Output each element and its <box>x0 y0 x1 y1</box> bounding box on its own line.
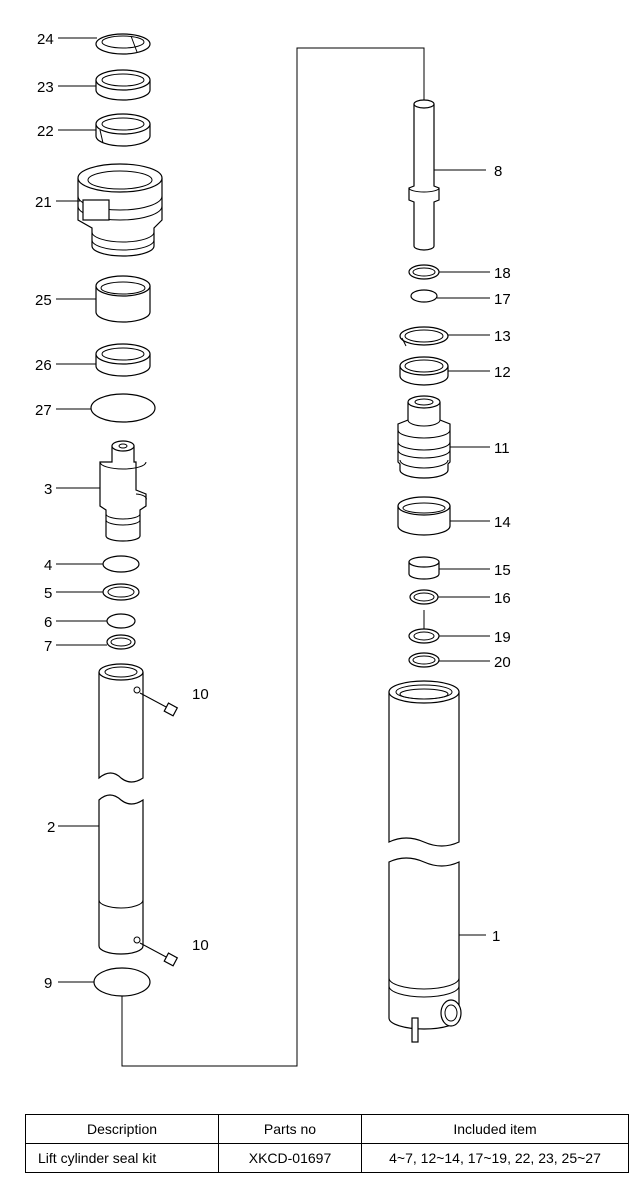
part-13-split-ring <box>399 326 449 347</box>
part-4-o-ring <box>102 555 140 573</box>
part-26-ring <box>95 343 151 377</box>
callout-3: 3 <box>44 481 52 498</box>
part-18-ring <box>408 264 440 280</box>
part-10-grease-nipple-upper <box>139 692 179 717</box>
part-3-piston <box>99 440 147 542</box>
column-header-parts-no: Parts no <box>218 1114 362 1144</box>
part-19-ring <box>408 610 440 644</box>
callout-18: 18 <box>494 265 511 282</box>
callout-24: 24 <box>37 31 54 48</box>
part-22-split-ring <box>95 113 151 147</box>
part-25-bushing <box>95 275 151 323</box>
assembly-connector-line <box>121 47 425 1067</box>
callout-26: 26 <box>35 357 52 374</box>
exploded-parts-diagram: 24 23 22 21 25 26 27 3 4 5 6 7 10 2 10 9… <box>35 31 511 1067</box>
callout-19: 19 <box>494 629 511 646</box>
callout-1: 1 <box>492 928 500 945</box>
part-27-o-ring <box>90 393 156 423</box>
callout-7: 7 <box>44 638 52 655</box>
part-17-o-ring <box>410 289 438 303</box>
callout-10-upper: 10 <box>192 686 209 703</box>
leader-lines <box>56 37 490 983</box>
cell-description: Lift cylinder seal kit <box>25 1143 219 1173</box>
callout-2: 2 <box>47 819 55 836</box>
part-24-split-ring <box>95 33 151 55</box>
part-11-head <box>397 395 451 479</box>
part-14-bushing <box>397 496 451 536</box>
callout-9: 9 <box>44 975 52 992</box>
part-1-cylinder-tube-lower <box>388 857 462 1043</box>
part-2-rod-upper <box>98 663 144 783</box>
callout-12: 12 <box>494 364 511 381</box>
callout-16: 16 <box>494 590 511 607</box>
part-21-gland <box>77 163 163 257</box>
callout-14: 14 <box>494 514 511 531</box>
part-10-grease-nipple-lower <box>139 942 179 967</box>
table-row: Lift cylinder seal kit XKCD-01697 4~7, 1… <box>25 1143 629 1173</box>
part-6-o-ring <box>106 613 136 629</box>
column-header-included-item: Included item <box>361 1114 629 1144</box>
callout-25: 25 <box>35 292 52 309</box>
part-20-ring <box>408 652 440 668</box>
part-2-rod-lower <box>98 794 144 955</box>
callout-5: 5 <box>44 585 52 602</box>
part-15-plug <box>408 556 440 580</box>
callout-11: 11 <box>494 440 510 457</box>
seal-kit-table: Description Parts no Included item Lift … <box>25 1114 629 1173</box>
part-16-ring <box>409 589 439 605</box>
callout-20: 20 <box>494 654 511 671</box>
part-1-cylinder-tube-upper <box>388 680 460 847</box>
callout-10-lower: 10 <box>192 937 209 954</box>
part-23-ring <box>95 69 151 101</box>
callout-23: 23 <box>37 79 54 96</box>
cell-included-item: 4~7, 12~14, 17~19, 22, 23, 25~27 <box>361 1143 629 1173</box>
part-9-o-ring <box>93 967 151 997</box>
callout-8: 8 <box>494 163 502 180</box>
callout-6: 6 <box>44 614 52 631</box>
part-12-ring <box>399 356 449 386</box>
part-7-ring <box>106 634 136 650</box>
part-8-rod <box>408 99 440 251</box>
callout-27: 27 <box>35 402 52 419</box>
callout-21: 21 <box>35 194 52 211</box>
column-header-description: Description <box>25 1114 219 1144</box>
table-header-row: Description Parts no Included item <box>25 1114 629 1144</box>
callout-22: 22 <box>37 123 54 140</box>
callout-15: 15 <box>494 562 511 579</box>
callout-17: 17 <box>494 291 511 308</box>
cell-parts-no: XKCD-01697 <box>218 1143 362 1173</box>
part-5-ring <box>102 583 140 601</box>
callout-4: 4 <box>44 557 52 574</box>
callout-13: 13 <box>494 328 511 345</box>
